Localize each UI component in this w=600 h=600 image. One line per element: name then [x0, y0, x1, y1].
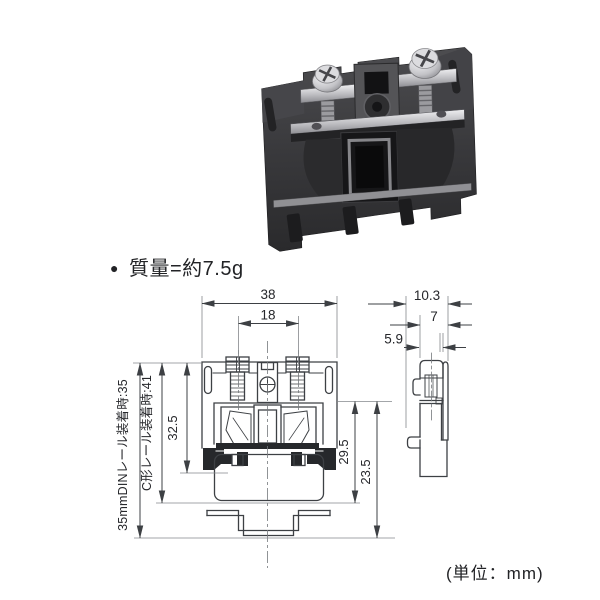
c-rail-profile — [206, 509, 331, 537]
front-rail-clamp — [203, 443, 336, 470]
dim-right-upper-label: 29.5 — [336, 439, 351, 464]
unit-label: (単位：mm) — [446, 564, 544, 583]
dim-depth-total-label: 10.3 — [414, 288, 440, 303]
mass-note: ● 質量=約7.5g — [110, 252, 244, 281]
front-screw-right — [285, 356, 310, 401]
din-rail-profile — [213, 453, 325, 502]
dim-width-label: 38 — [260, 287, 275, 302]
photo-slot-left — [264, 97, 277, 132]
front-view — [201, 356, 338, 537]
product-photo — [261, 47, 477, 252]
dim-body-height-label: 32.5 — [165, 415, 180, 440]
dimension-labels: 38 18 35mmDINレール装着時:35 C形レール装着時:41 32.5 … — [115, 287, 440, 531]
dim-depth-front-label: 5.9 — [384, 332, 403, 347]
dim-pitch-label: 18 — [260, 308, 275, 323]
dim-depth-body-label: 7 — [430, 309, 438, 324]
mass-note-text: 質量=約7.5g — [128, 258, 244, 280]
photo-screw-right — [408, 48, 442, 116]
dim-din-height-label: 35mmDINレール装着時:35 — [115, 379, 130, 531]
side-view — [406, 352, 449, 478]
bullet-icon: ● — [110, 259, 119, 276]
photo-center-pillar — [353, 62, 401, 123]
front-screw-left — [225, 356, 250, 401]
photo-rail-strip — [273, 183, 472, 208]
dim-c-height-label: C形レール装着時:41 — [139, 375, 154, 491]
dimension-lines — [136, 300, 472, 539]
centerlines — [238, 341, 299, 568]
front-clamp-section — [213, 402, 324, 449]
dim-right-lower-label: 23.5 — [358, 459, 373, 484]
